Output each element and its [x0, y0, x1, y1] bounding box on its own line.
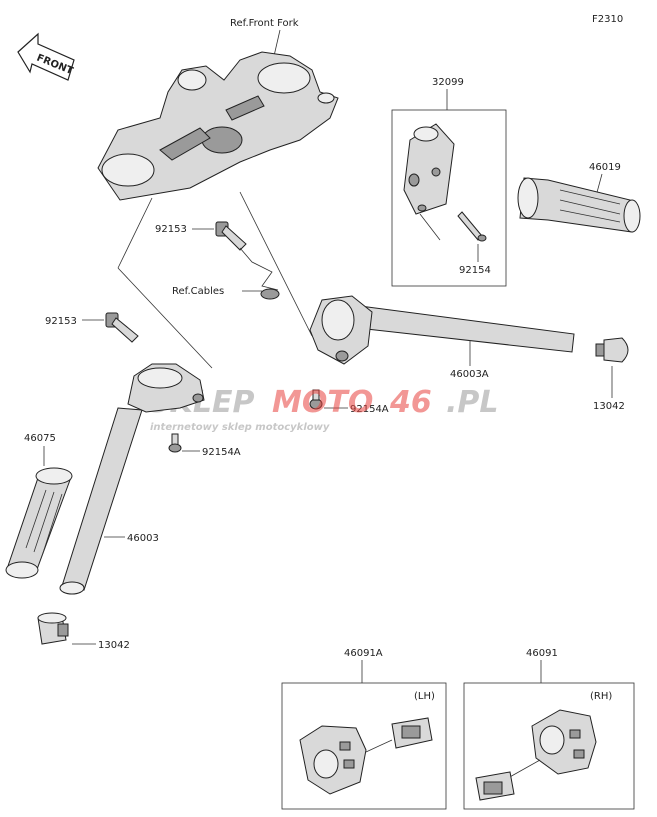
front-arrow-icon: FRONT — [17, 32, 75, 81]
part-92154A-left-label: 92154A — [202, 447, 241, 458]
cable-clip — [239, 247, 280, 300]
bar-end-13042-right — [595, 337, 629, 363]
part-46003A-label: 46003A — [450, 369, 489, 380]
ref-front-fork-label: Ref.Front Fork — [230, 18, 299, 29]
watermark-tagline: internetowy sklep motocyklowy — [150, 422, 330, 433]
leader-clamp-right — [239, 191, 313, 337]
leader-clamp-left — [117, 197, 153, 269]
part-46003-label: 46003 — [127, 533, 159, 544]
part-46075-label: 46075 — [24, 433, 56, 444]
ref-front-fork-leader — [273, 29, 281, 57]
bolt-92153-left — [105, 312, 139, 343]
switch-housing-lh — [299, 717, 433, 795]
part-92154A-right-label: 92154A — [350, 404, 389, 415]
part-46019-label: 46019 — [589, 162, 621, 173]
part-92153-left-label: 92153 — [45, 316, 77, 327]
part-13042-left-label: 13042 — [98, 640, 130, 651]
grip-46075 — [5, 467, 73, 579]
grip-46019 — [517, 177, 641, 233]
ref-cables-label: Ref.Cables — [172, 286, 224, 297]
watermark-brand-3: 46 — [389, 385, 432, 420]
watermark-brand-2: MOTO — [272, 385, 373, 420]
leader-left-holder — [117, 267, 213, 369]
screw-92154-box — [457, 211, 487, 242]
box-46091A — [281, 682, 447, 810]
handlebar-46003 — [59, 363, 205, 595]
box-46091 — [463, 682, 635, 810]
bar-end-13042-left — [37, 612, 69, 645]
switch-lh-label: (LH) — [414, 691, 435, 702]
part-32099-label: 32099 — [432, 77, 464, 88]
part-46091A-label: 46091A — [344, 648, 383, 659]
switch-housing-rh — [475, 709, 597, 801]
bolt-92153-top — [215, 221, 247, 251]
switch-rh-label: (RH) — [590, 691, 612, 702]
screw-92154A-left — [168, 433, 182, 453]
part-92154-box-label: 92154 — [459, 265, 491, 276]
box-32099 — [391, 109, 507, 287]
part-13042-right-label: 13042 — [593, 401, 625, 412]
part-92153-top-label: 92153 — [155, 224, 187, 235]
leader-32099-screw — [419, 213, 441, 241]
part-46091-label: 46091 — [526, 648, 558, 659]
handlebar-46003A — [309, 295, 575, 365]
screw-92154A-right — [309, 389, 323, 410]
watermark-brand-4: .PL — [446, 385, 499, 420]
upper-triple-clamp — [97, 51, 339, 201]
figure-code: F2310 — [592, 14, 623, 25]
throttle-housing-32099 — [403, 123, 455, 215]
